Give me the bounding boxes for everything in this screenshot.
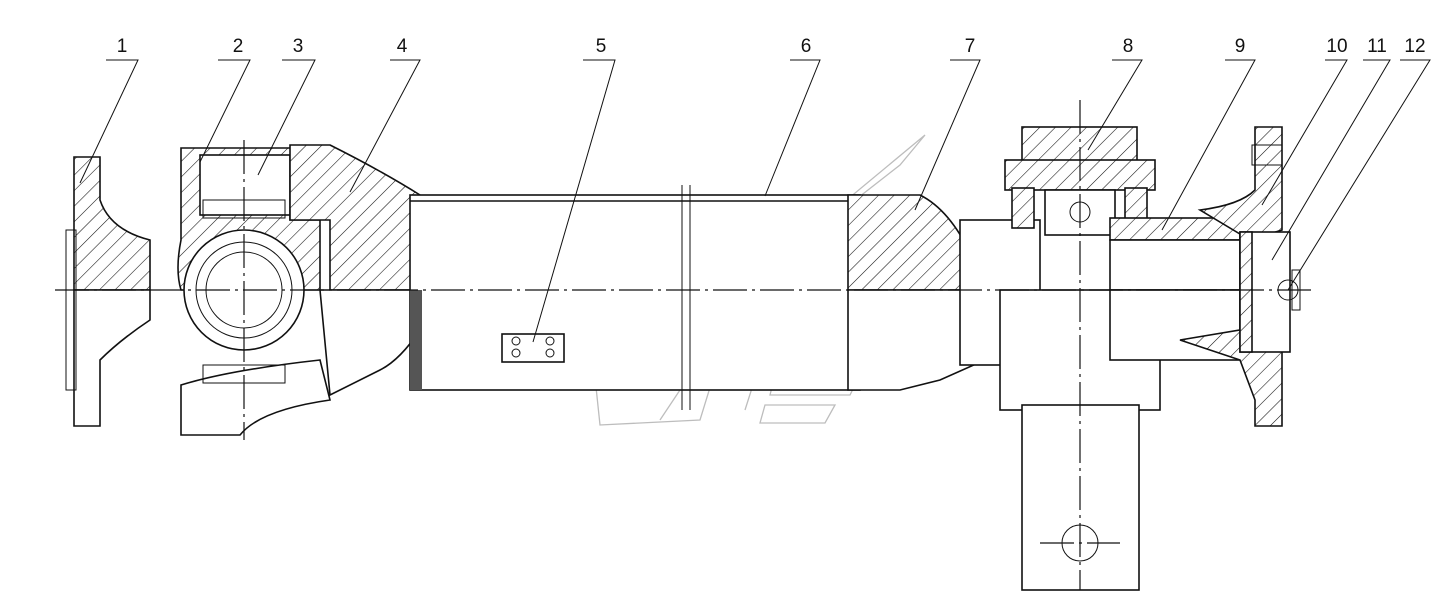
leader-lines (79, 59, 1431, 343)
left-flange (65, 156, 151, 427)
callout-12: 12 (1404, 36, 1425, 57)
callout-2: 2 (233, 36, 244, 57)
right-flange (1179, 126, 1283, 427)
splined-shaft (1109, 217, 1241, 361)
castle-nut (1239, 231, 1301, 353)
callout-labels: 1 2 3 4 5 6 7 8 9 10 11 12 (117, 36, 1426, 57)
tube (409, 185, 896, 410)
callout-9: 9 (1235, 36, 1246, 57)
callout-10: 10 (1326, 36, 1347, 57)
callout-1: 1 (117, 36, 128, 57)
callout-8: 8 (1123, 36, 1134, 57)
callout-6: 6 (801, 36, 812, 57)
callout-5: 5 (596, 36, 607, 57)
callout-7: 7 (965, 36, 976, 57)
callout-3: 3 (293, 36, 304, 57)
nameplate (501, 333, 565, 363)
centerlines (55, 100, 1312, 590)
callout-11: 11 (1367, 36, 1387, 57)
callout-4: 4 (397, 36, 408, 57)
